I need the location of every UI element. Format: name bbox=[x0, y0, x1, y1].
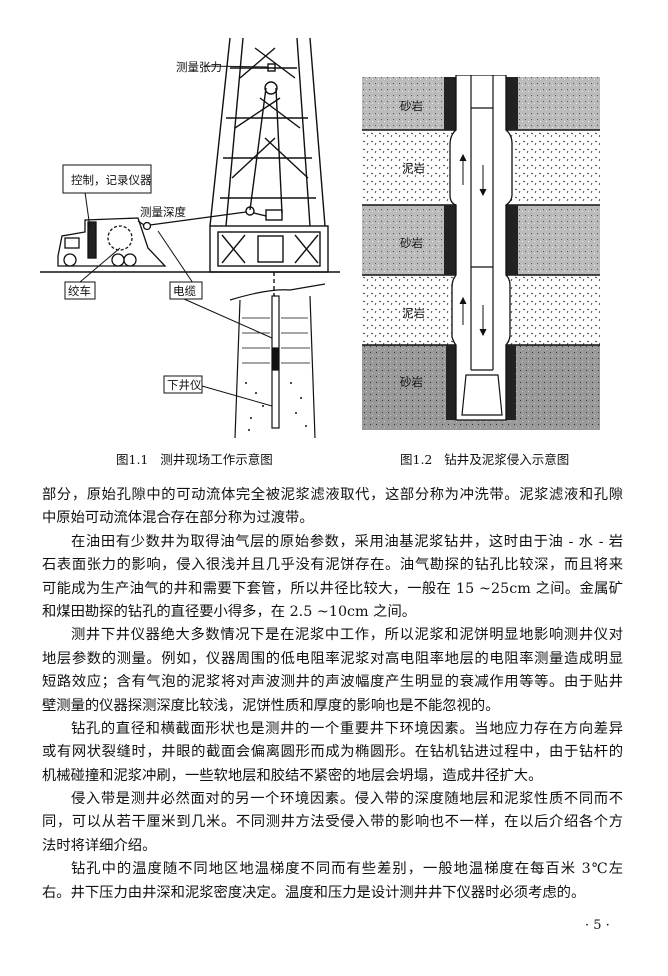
paragraph: 部分，原始孔隙中的可动流体完全被泥浆滤液取代，这部分称为冲洗带。泥浆滤液和孔隙中… bbox=[42, 484, 623, 531]
borehole bbox=[449, 75, 513, 421]
paragraph: 侵入带是测井必然面对的另一个环境因素。侵入带的深度随地层和泥浆性质不同而不同，可… bbox=[42, 788, 623, 858]
text-line: 地层参数的测量。例如，仪器周围的低电阻率泥浆对高电阻率地层的电阻率测量造成明显 bbox=[42, 650, 623, 667]
text-line: 测井下井仪器绝大多数情况下是在泥浆中工作，所以泥浆和泥饼明显地影响测井仪对 bbox=[71, 627, 623, 644]
text-line: 短路效应；含有气泡的泥浆将对声波测井的声波幅度产生明显的衰减作用等等。由于贴井 bbox=[42, 674, 623, 691]
text-line: 和煤田勘探的钻孔的直径要小得多，在 2.5 ~10cm 之间。 bbox=[42, 603, 417, 620]
text-line: 钻孔的直径和横截面形状也是测井的一个重要井下环境因素。当地应力存在方向差异 bbox=[71, 720, 623, 737]
text-line: 壁测量的仪器探测深度比较浅，泥饼性质和厚度的影响也是不能忽视的。 bbox=[42, 697, 500, 714]
layer-label: 泥岩 bbox=[402, 161, 425, 175]
text-line: 机械碰撞和泥浆冲刷，一些软地层和胶结不紧密的地层会坍塌，造成井径扩大。 bbox=[42, 767, 543, 784]
drill-pipe bbox=[461, 75, 503, 416]
mud-cake bbox=[444, 77, 518, 420]
text-line: 侵入带是测井必然面对的另一个环境因素。侵入带的深度随地层和泥浆性质不同而不 bbox=[71, 791, 623, 808]
label-control-recorder: 控制，记录仪器 bbox=[71, 173, 152, 187]
layer-label: 砂岩 bbox=[400, 99, 423, 113]
label-winch: 绞车 bbox=[68, 284, 91, 298]
text-line: 法时将详细介绍。 bbox=[42, 837, 157, 854]
text-line: 在油田有少数井为取得油气层的原始参数，采用油基泥浆钻井，这时由于油 - 水 - … bbox=[71, 533, 623, 550]
layer-label: 泥岩 bbox=[402, 306, 425, 320]
paragraph: 钻孔中的温度随不同地区地温梯度不同而有些差别，一般地温梯度在每百米 3℃左右。井… bbox=[42, 858, 623, 905]
label-leaders bbox=[79, 65, 273, 407]
figure-1-2-mud-invasion-diagram: 砂岩 泥岩 砂岩 泥岩 砂岩 bbox=[362, 75, 600, 430]
figure-1-2-caption: 图1.2 钻井及泥浆侵入示意图 bbox=[400, 452, 570, 467]
layer-label: 砂岩 bbox=[400, 375, 423, 389]
page-number: · 5 · bbox=[585, 918, 610, 933]
text-line: 右。井下压力由井深和泥浆密度决定。温度和压力是设计测井井下仪器时必须考虑的。 bbox=[42, 884, 586, 901]
text-line: 中原始可动流体混合存在部分称为过渡带。 bbox=[42, 510, 314, 527]
text-line: 或有网状裂缝时，井眼的截面会偏离圆形而成为椭圆形。在钻机钻进过程中，由于钻杆的 bbox=[42, 744, 623, 761]
flow-arrows bbox=[459, 153, 487, 337]
text-line: 同，可以从若干厘米到几米。不同测井方法受侵入带的影响也不一样，在以后介绍各个方 bbox=[42, 814, 623, 831]
paragraph: 钻孔的直径和横截面形状也是测井的一个重要井下环境因素。当地应力存在方向差异或有网… bbox=[42, 718, 623, 788]
layer-label: 砂岩 bbox=[400, 236, 423, 250]
label-measure-tension: 测量张力 bbox=[176, 60, 222, 74]
text-line: 部分，原始孔隙中的可动流体完全被泥浆滤液取代，这部分称为冲洗带。泥浆滤液和孔隙 bbox=[42, 487, 623, 503]
label-measure-depth: 测量深度 bbox=[140, 205, 186, 219]
label-cable: 电缆 bbox=[173, 284, 196, 298]
derrick bbox=[40, 38, 340, 298]
label-downhole-tool: 下井仪 bbox=[167, 378, 202, 392]
truck bbox=[57, 211, 247, 267]
body-text: 部分，原始孔隙中的可动流体完全被泥浆滤液取代，这部分称为冲洗带。泥浆滤液和孔隙中… bbox=[42, 484, 623, 905]
figure-1-1-caption: 图1.1 测井现场工作示意图 bbox=[116, 452, 273, 467]
text-line: 可能成为生产油气的井和需要下套管，所以井径比较大，一般在 15 ~25cm 之间… bbox=[42, 580, 623, 597]
paragraph: 测井下井仪器绝大多数情况下是在泥浆中工作，所以泥浆和泥饼明显地影响测井仪对地层参… bbox=[42, 624, 623, 718]
figure-1-1-logging-site-diagram: 测量张力 控制，记录仪器 测量深度 绞车 电缆 下井仪 bbox=[40, 38, 340, 439]
paragraph: 在油田有少数井为取得油气层的原始参数，采用油基泥浆钻井，这时由于油 - 水 - … bbox=[42, 531, 623, 625]
borehole-section bbox=[229, 283, 326, 439]
text-line: 钻孔中的温度随不同地区地温梯度不同而有些差别，一般地温梯度在每百米 3℃左 bbox=[71, 861, 623, 878]
text-line: 石表面张力的影响，侵入很浅并且几乎没有泥饼存在。油气勘探的钻孔比较深，而且将来 bbox=[42, 557, 623, 574]
